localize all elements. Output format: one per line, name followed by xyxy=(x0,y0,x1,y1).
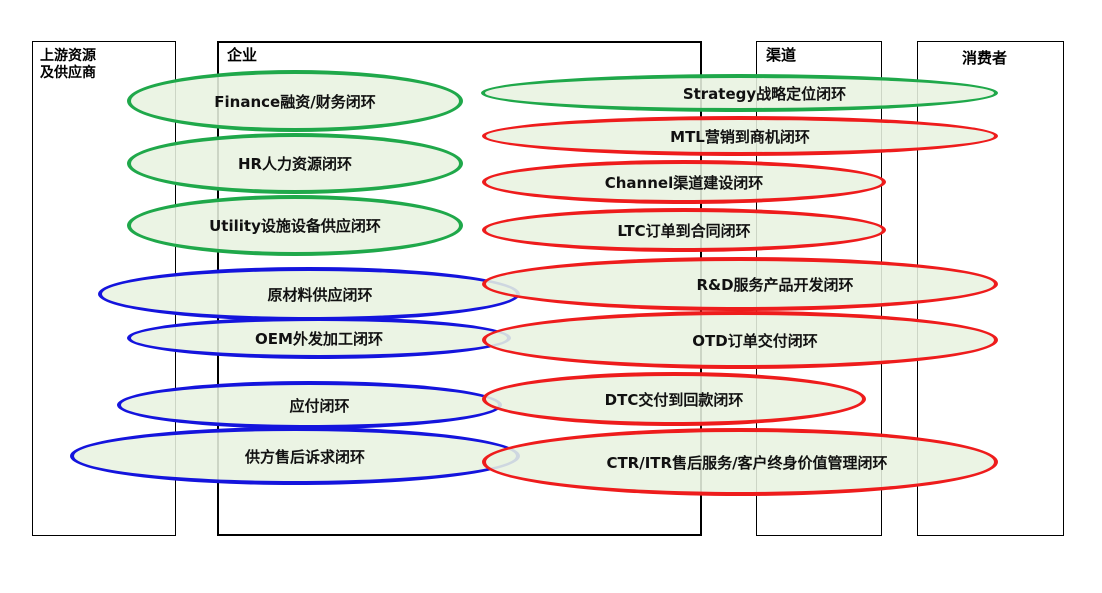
loop-rd-label: R&D服务产品开发闭环 xyxy=(696,275,854,294)
loop-strategy: Strategy战略定位闭环 xyxy=(481,74,998,112)
upstream-title: 上游资源 及供应商 xyxy=(40,48,96,81)
loop-oem: OEM外发加工闭环 xyxy=(127,317,511,359)
loop-hr-label: HR人力资源闭环 xyxy=(237,155,353,173)
loop-ctr-itr-label: CTR/ITR售后服务/客户终身价值管理闭环 xyxy=(606,453,888,472)
channel-title: 渠道 xyxy=(766,46,797,64)
consumer-title: 消费者 xyxy=(962,49,1008,67)
loop-finance-label: Finance融资/财务闭环 xyxy=(214,92,376,111)
loop-utility: Utility设施设备供应闭环 xyxy=(127,195,463,256)
loop-dtc: DTC交付到回款闭环 xyxy=(482,372,866,426)
enterprise-title: 企业 xyxy=(227,46,258,64)
loop-otd: OTD订单交付闭环 xyxy=(482,311,998,369)
loop-finance: Finance融资/财务闭环 xyxy=(127,70,463,132)
loop-ltc: LTC订单到合同闭环 xyxy=(482,208,886,252)
loop-channel: Channel渠道建设闭环 xyxy=(482,160,886,204)
loop-payable: 应付闭环 xyxy=(117,381,502,429)
loop-strategy-label: Strategy战略定位闭环 xyxy=(682,84,847,103)
loop-hr: HR人力资源闭环 xyxy=(127,133,463,194)
loop-dtc-label: DTC交付到回款闭环 xyxy=(604,390,744,409)
loop-payable-label: 应付闭环 xyxy=(289,396,350,415)
loop-mtl-label: MTL营销到商机闭环 xyxy=(670,127,810,146)
loop-otd-label: OTD订单交付闭环 xyxy=(692,331,818,350)
loop-supplier-after-sales: 供方售后诉求闭环 xyxy=(70,427,520,485)
loop-oem-label: OEM外发加工闭环 xyxy=(255,329,383,348)
loop-rd: R&D服务产品开发闭环 xyxy=(482,257,998,311)
loop-ctr-itr: CTR/ITR售后服务/客户终身价值管理闭环 xyxy=(482,428,998,496)
loop-supplier-after-sales-label: 供方售后诉求闭环 xyxy=(244,447,365,466)
loop-raw-material: 原材料供应闭环 xyxy=(98,267,520,321)
loop-mtl: MTL营销到商机闭环 xyxy=(482,116,998,156)
loop-ltc-label: LTC订单到合同闭环 xyxy=(617,221,751,240)
loop-channel-label: Channel渠道建设闭环 xyxy=(604,173,764,192)
loop-utility-label: Utility设施设备供应闭环 xyxy=(209,217,381,235)
loop-raw-material-label: 原材料供应闭环 xyxy=(267,285,373,304)
